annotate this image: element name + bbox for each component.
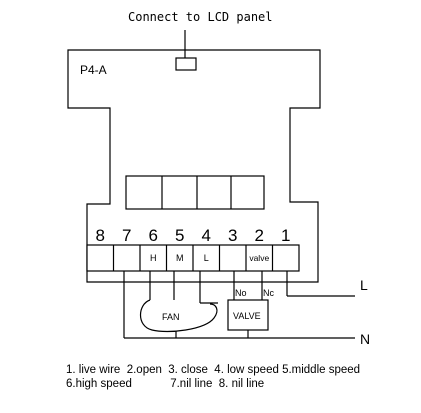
valve-component: VALVE <box>227 299 269 331</box>
valve-label: VALVE <box>233 311 261 321</box>
terminal-number: 3 <box>228 226 237 245</box>
board-label: P4-A <box>80 63 107 77</box>
legend-line-1: 1. live wire 2.open 3. close 4. low spee… <box>66 364 360 376</box>
terminal-label: M <box>176 253 184 263</box>
terminal-number: 4 <box>202 226 211 245</box>
terminal-number: 7 <box>122 226 131 245</box>
terminal-label: H <box>150 253 157 263</box>
terminal-number: 6 <box>149 226 158 245</box>
terminal-block <box>86 244 300 272</box>
fan-component: FAN <box>139 299 218 333</box>
terminal-label: valve <box>249 253 269 263</box>
terminal-number: 2 <box>255 226 264 245</box>
board-outline <box>67 49 321 283</box>
neutral-line-label: N <box>360 331 370 347</box>
terminal-number: 1 <box>281 226 290 245</box>
valve-nc-label: Nc <box>263 288 274 298</box>
terminal-number: 5 <box>175 226 184 245</box>
lcd-connector <box>175 57 197 71</box>
legend-line-2: 6.high speed 7.nil line 8. nil line <box>66 378 264 390</box>
valve-no-label: No <box>235 288 247 298</box>
live-line-label: L <box>360 277 368 293</box>
terminal-number: 8 <box>96 226 105 245</box>
relay-block <box>125 175 265 210</box>
wiring <box>123 271 355 339</box>
lcd-connect-label: Connect to LCD panel <box>128 10 273 24</box>
fan-label: FAN <box>162 312 180 322</box>
terminal-label: L <box>204 253 209 263</box>
